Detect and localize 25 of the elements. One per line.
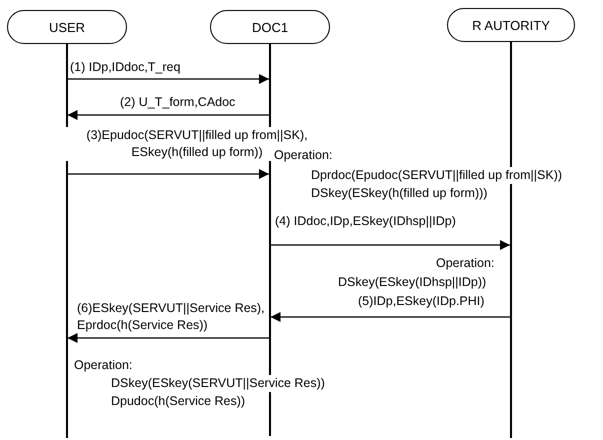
operation-note: Operation: <box>436 255 494 272</box>
operation-note: Operation: <box>74 357 132 374</box>
message-arrow <box>68 333 269 343</box>
actor-box: DOC1 <box>210 10 330 44</box>
message-label: (4) IDdoc,IDp,ESkey(IDhsp||IDp) <box>275 213 456 230</box>
message-arrow <box>68 169 269 179</box>
message-label: (1) IDp,IDdoc,T_req <box>70 59 180 76</box>
message-label: (5)IDp,ESkey(IDp.PHI) <box>358 293 484 310</box>
operation-note: DSkey(ESkey(h(filled up form))) <box>311 185 488 202</box>
lifeline <box>510 42 512 438</box>
actor-box: USER <box>7 10 127 44</box>
message-arrow <box>270 312 510 322</box>
lifeline <box>66 44 68 438</box>
message-arrow <box>270 240 510 250</box>
operation-note: Operation: <box>274 147 332 164</box>
operation-note: Dpudoc(h(Service Res)) <box>111 393 246 410</box>
lifeline <box>269 44 270 436</box>
actor-box: R AUTORITY <box>447 8 575 42</box>
message-arrow <box>68 74 269 84</box>
message-label: (6)ESkey(SERVUT||Service Res), Eprdoc(h(Service Res)) <box>77 300 266 334</box>
message-label: (2) U_T_form,CAdoc <box>120 94 236 111</box>
operation-note: DSkey(ESkey(SERVUT||Service Res)) <box>111 375 325 392</box>
operation-note: DSkey(ESkey(IDhsp||IDp)) <box>338 274 486 291</box>
message-arrow <box>68 110 269 120</box>
operation-note: Dprdoc(Epudoc(SERVUT||filled up from||SK)) <box>311 167 562 184</box>
